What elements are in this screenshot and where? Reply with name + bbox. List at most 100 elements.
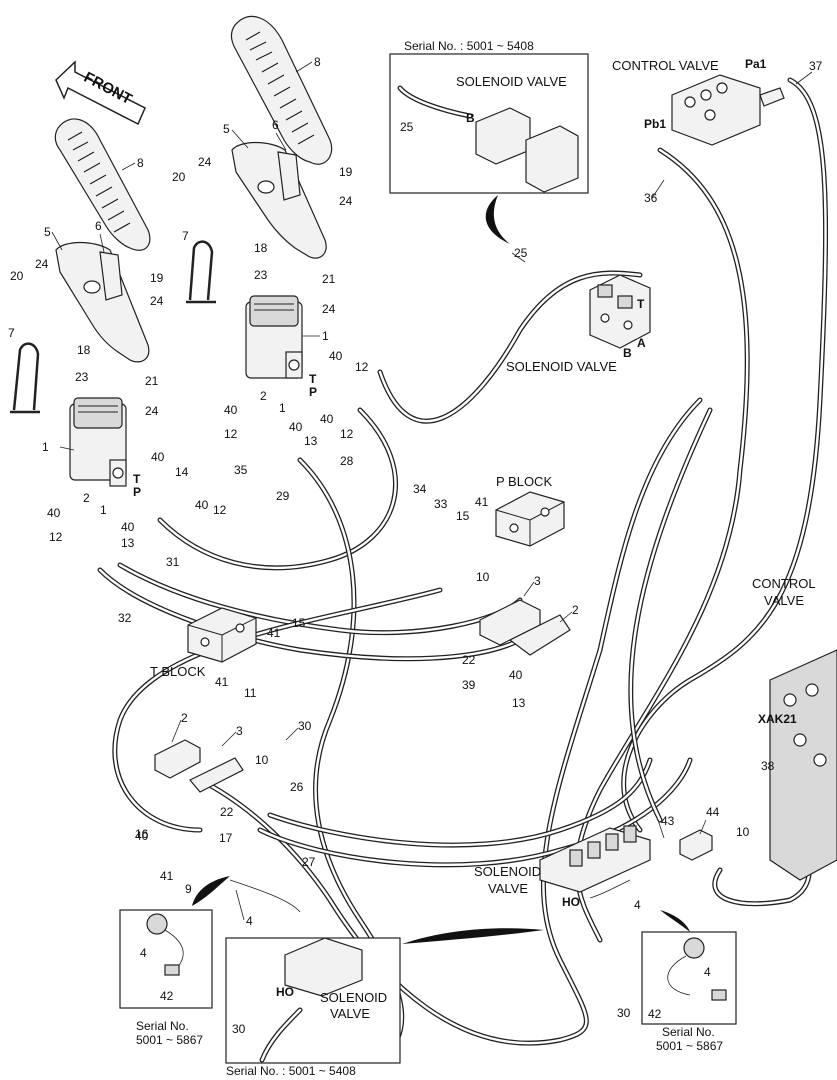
tee-bracket-left (154, 739, 244, 793)
callout-40b: 40 (224, 403, 238, 417)
callout-43: 43 (661, 814, 675, 828)
p-block (495, 491, 565, 547)
callout-9: 9 (185, 882, 192, 896)
callout-7a: 7 (182, 229, 189, 243)
callout-22b: 22 (220, 805, 234, 819)
callout-30b: 30 (617, 1006, 631, 1020)
serial-left-1: Serial No. (136, 1019, 189, 1033)
callout-13a: 13 (304, 434, 318, 448)
inset-pointer-top (485, 195, 510, 244)
callout-8a: 8 (314, 55, 321, 69)
callout-2d: 2 (181, 711, 188, 725)
front-arrow: FRONT (55, 60, 146, 126)
callout-15b: 15 (292, 616, 306, 630)
callout-39: 39 (462, 678, 476, 692)
callout-40g: 40 (47, 506, 61, 520)
callout-41a: 41 (475, 495, 489, 509)
callout-30a: 30 (298, 719, 312, 733)
callout-23a: 23 (254, 268, 268, 282)
pedal-valve-left (69, 397, 127, 487)
inset-solenoid-bottom-title-1: SOLENOID (320, 990, 387, 1005)
callout-13b: 13 (121, 536, 135, 550)
fitting-block-44 (679, 829, 713, 861)
callout-10c: 10 (736, 825, 750, 839)
pedal-right (230, 15, 333, 165)
control-valve-right-title-2: VALVE (764, 593, 804, 608)
serial-bottom: Serial No. : 5001 ~ 5408 (226, 1064, 356, 1078)
solenoid-valve-mid-title: SOLENOID VALVE (506, 359, 617, 374)
inset-solenoid-bottom-title-2: VALVE (330, 1006, 370, 1021)
inset-pointer-right (660, 910, 690, 932)
callout-12a: 12 (355, 360, 369, 374)
port-t-top: T (637, 297, 645, 311)
solenoid-valve-bottom (539, 825, 651, 893)
inset-sensor-left-parts (146, 913, 184, 976)
callout-24b: 24 (339, 194, 353, 208)
solenoid-valve-bottom-title-2: VALVE (488, 881, 528, 896)
inset-pointer-bottom (402, 928, 544, 944)
callout-14: 14 (175, 465, 189, 479)
control-valve-right-title-1: CONTROL (752, 576, 816, 591)
callout-3a: 3 (534, 574, 541, 588)
tee-bracket-right (479, 599, 571, 656)
callout-21b: 21 (145, 374, 159, 388)
callout-25a: 25 (400, 120, 414, 134)
callout-12e: 12 (49, 530, 63, 544)
callout-20a: 20 (172, 170, 186, 184)
port-t-left: T (133, 472, 141, 486)
callout-11: 11 (244, 686, 257, 700)
callout-24f: 24 (145, 404, 159, 418)
callout-12d: 12 (213, 503, 227, 517)
callout-1b: 1 (42, 440, 49, 454)
callout-13c: 13 (512, 696, 526, 710)
callout-15a: 15 (456, 509, 470, 523)
port-ho-2: HO (276, 985, 294, 999)
callout-40j: 40 (135, 829, 149, 843)
callout-1a: 1 (322, 329, 329, 343)
callout-40e: 40 (151, 450, 165, 464)
callout-10b: 10 (255, 753, 269, 767)
pedal-left (54, 118, 151, 251)
callout-21a: 21 (322, 272, 336, 286)
callout-19a: 19 (339, 165, 353, 179)
port-xak21: XAK21 (758, 712, 797, 726)
callout-24d: 24 (35, 257, 49, 271)
control-valve-top (671, 74, 785, 146)
t-block (187, 607, 257, 663)
callout-4a: 4 (246, 914, 253, 928)
port-p-center: P (309, 385, 317, 399)
pedal-bracket-right (231, 141, 327, 259)
callout-33: 33 (434, 497, 448, 511)
hoses (97, 77, 829, 1063)
callout-28: 28 (340, 454, 354, 468)
callout-40f: 40 (195, 498, 209, 512)
inset-sensor-right-parts (667, 937, 727, 1001)
callout-38: 38 (761, 759, 775, 773)
control-valve-right (769, 649, 837, 881)
p-block-title: P BLOCK (496, 474, 552, 489)
callout-2b: 2 (83, 491, 90, 505)
inset-pointer-left (192, 876, 230, 906)
callout-8b: 8 (137, 156, 144, 170)
callout-41d: 41 (160, 869, 174, 883)
callout-10a: 10 (476, 570, 490, 584)
callout-12c: 12 (340, 427, 354, 441)
callout-24e: 24 (150, 294, 164, 308)
inset-solenoid-top-title: SOLENOID VALVE (456, 74, 567, 89)
callout-24c: 24 (322, 302, 336, 316)
callout-23b: 23 (75, 370, 89, 384)
callout-42b: 42 (648, 1007, 662, 1021)
callout-32: 32 (118, 611, 132, 625)
callout-40h: 40 (121, 520, 135, 534)
port-b-inset: B (466, 111, 475, 125)
handle-left (10, 342, 40, 414)
callout-17: 17 (219, 831, 233, 845)
port-a: A (637, 336, 646, 350)
serial-right-2: 5001 ~ 5867 (656, 1039, 723, 1053)
callout-40i: 40 (509, 668, 523, 682)
port-ho-1: HO (562, 895, 580, 909)
callout-3b: 3 (236, 724, 243, 738)
callout-6b: 6 (95, 219, 102, 233)
serial-right-1: Serial No. (662, 1025, 715, 1039)
